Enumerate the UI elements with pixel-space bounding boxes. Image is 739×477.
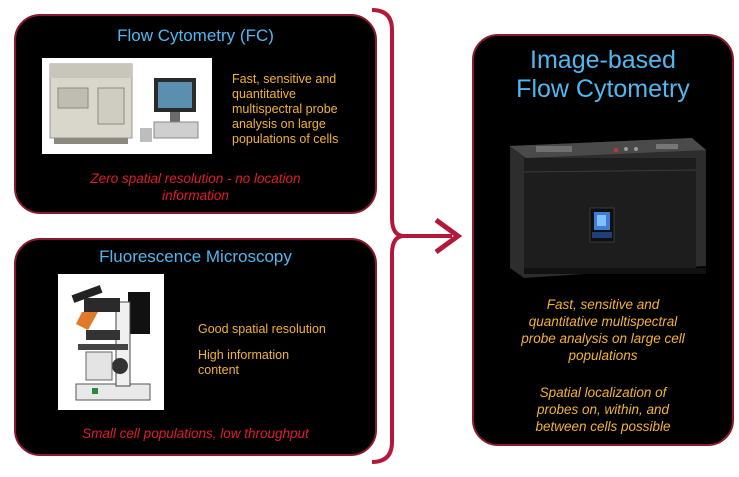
ibfc-desc1-line: populations bbox=[568, 348, 638, 363]
imagestream-device-image bbox=[496, 128, 714, 288]
fc-limit-line: information bbox=[162, 188, 229, 203]
fm-desc-line: content bbox=[198, 363, 240, 377]
fm-desc-line: High information bbox=[198, 348, 290, 362]
flow-cytometry-panel: Flow Cytometry (FC) Fast, sensitive and … bbox=[14, 14, 377, 214]
fc-desc-line: Fast, sensitive and bbox=[232, 72, 337, 86]
fc-desc-line: analysis on large bbox=[232, 117, 326, 131]
ibfc-desc2-line: between cells possible bbox=[535, 419, 671, 434]
ibfc-desc1-line: probe analysis on large cell bbox=[521, 331, 685, 346]
ibfc-probe-analysis: Fast, sensitive and quantitative multisp… bbox=[474, 296, 732, 364]
fm-title: Fluorescence Microscopy bbox=[99, 247, 292, 266]
fm-spatial-resolution: Good spatial resolution bbox=[198, 322, 326, 336]
fm-limitation: Small cell populations, low throughput bbox=[82, 426, 309, 441]
fc-limit-line: Zero spatial resolution - no location bbox=[90, 171, 301, 186]
fc-limitation: Zero spatial resolution - no location in… bbox=[16, 170, 375, 204]
ibfc-desc1-line: Fast, sensitive and bbox=[546, 297, 660, 312]
ibfc-title: Image-based Flow Cytometry bbox=[474, 46, 732, 104]
fc-desc-line: quantitative bbox=[232, 87, 296, 101]
flow-cytometer-image bbox=[42, 58, 212, 154]
arrow-head bbox=[434, 217, 463, 255]
ibfc-desc2-line: probes on, within, and bbox=[536, 402, 670, 417]
ibfc-desc1-line: quantitative multispectral bbox=[528, 314, 678, 329]
image-based-flow-cytometry-panel: Image-based Flow Cytometry Fast, sensiti… bbox=[472, 34, 734, 446]
fc-desc-line: multispectral probe bbox=[232, 102, 338, 116]
ibfc-title-line: Image-based bbox=[530, 46, 676, 74]
fc-desc-line: populations of cells bbox=[232, 132, 339, 146]
ibfc-title-line: Flow Cytometry bbox=[516, 75, 690, 103]
fm-information-content: High information content bbox=[198, 348, 289, 378]
ibfc-spatial-localization: Spatial localization of probes on, withi… bbox=[474, 384, 732, 435]
fc-title: Flow Cytometry (FC) bbox=[117, 26, 274, 45]
fluorescence-microscopy-panel: Fluorescence Microscopy Good spatial res… bbox=[14, 238, 377, 456]
microscope-image bbox=[58, 274, 164, 410]
ibfc-desc2-line: Spatial localization of bbox=[539, 385, 667, 400]
fc-description: Fast, sensitive and quantitative multisp… bbox=[232, 72, 338, 147]
